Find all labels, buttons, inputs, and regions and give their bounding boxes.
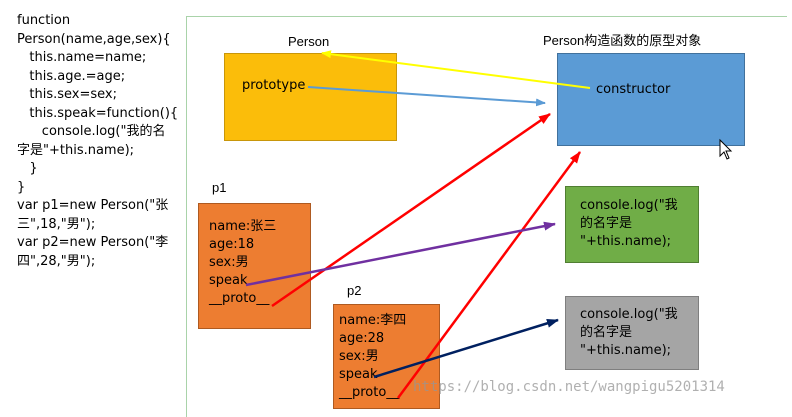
constructor-property: constructor: [596, 82, 671, 97]
p1-label: p1: [212, 180, 227, 195]
code-line: this.speak=function(){: [17, 105, 179, 121]
code-line: }: [17, 179, 26, 195]
speak-function-box-2: console.log("我 的名字是 "+this.name);: [565, 296, 699, 370]
p1-properties: name:张三 age:18 sex:男 speak __proto__: [209, 218, 276, 308]
arrow-prototype-to-proto-object: [307, 86, 546, 107]
prototype-object-box: constructor: [557, 53, 745, 146]
p1-property-line: sex:男: [209, 255, 249, 270]
p2-label: p2: [347, 283, 362, 298]
code-line: this.age.=age;: [17, 68, 126, 84]
prototype-property: prototype: [242, 78, 306, 93]
p2-property-line: age:28: [339, 331, 385, 346]
code-line: }: [17, 161, 38, 176]
arrow-p2-proto: [396, 151, 582, 399]
speak-function-text-2: console.log("我 的名字是 "+this.name);: [580, 307, 678, 358]
code-line: 三",18,"男");: [17, 216, 96, 232]
code-line: this.name=name;: [17, 50, 147, 65]
p2-properties: name:李四 age:28 sex:男 speak __proto__: [339, 312, 406, 402]
person-label: Person: [288, 34, 330, 49]
instance-p2-box: name:李四 age:28 sex:男 speak __proto__: [333, 304, 440, 409]
prototype-object-label: Person构造函数的原型对象: [543, 33, 702, 48]
arrow-constructor-to-person: [321, 50, 591, 89]
arrow-p1-proto: [271, 112, 551, 308]
person-constructor-box: prototype: [224, 53, 397, 141]
code-line: var p1=new Person("张: [17, 198, 169, 213]
p1-property-line: speak: [209, 273, 248, 288]
p1-property-line: age:18: [209, 237, 255, 252]
code-line: console.log("我的名: [17, 124, 166, 139]
arrow-p2-speak: [373, 318, 559, 379]
mouse-cursor-icon: [719, 138, 733, 160]
p1-property-line: name:张三: [209, 219, 277, 234]
p1-property-line: __proto__: [209, 291, 270, 306]
instance-p1-box: name:张三 age:18 sex:男 speak __proto__: [198, 203, 311, 329]
speak-function-box-1: console.log("我 的名字是 "+this.name);: [565, 186, 699, 263]
p2-property-line: name:李四: [339, 313, 407, 328]
code-line: var p2=new Person("李: [17, 235, 169, 250]
diagram-frame: [186, 16, 787, 417]
code-line: 四",28,"男");: [17, 253, 96, 269]
code-line: this.sex=sex;: [17, 87, 118, 102]
code-line: function: [17, 13, 71, 28]
p2-property-line: sex:男: [339, 349, 379, 364]
p2-property-line: __proto__: [339, 385, 400, 400]
code-line: Person(name,age,sex){: [17, 31, 171, 47]
code-line: 字是"+this.name);: [17, 142, 135, 158]
speak-function-text-1: console.log("我 的名字是 "+this.name);: [580, 198, 678, 249]
arrow-p1-speak: [245, 221, 556, 287]
watermark: https://blog.csdn.net/wangpigu5201314: [413, 379, 725, 395]
p2-property-line: speak: [339, 367, 378, 382]
